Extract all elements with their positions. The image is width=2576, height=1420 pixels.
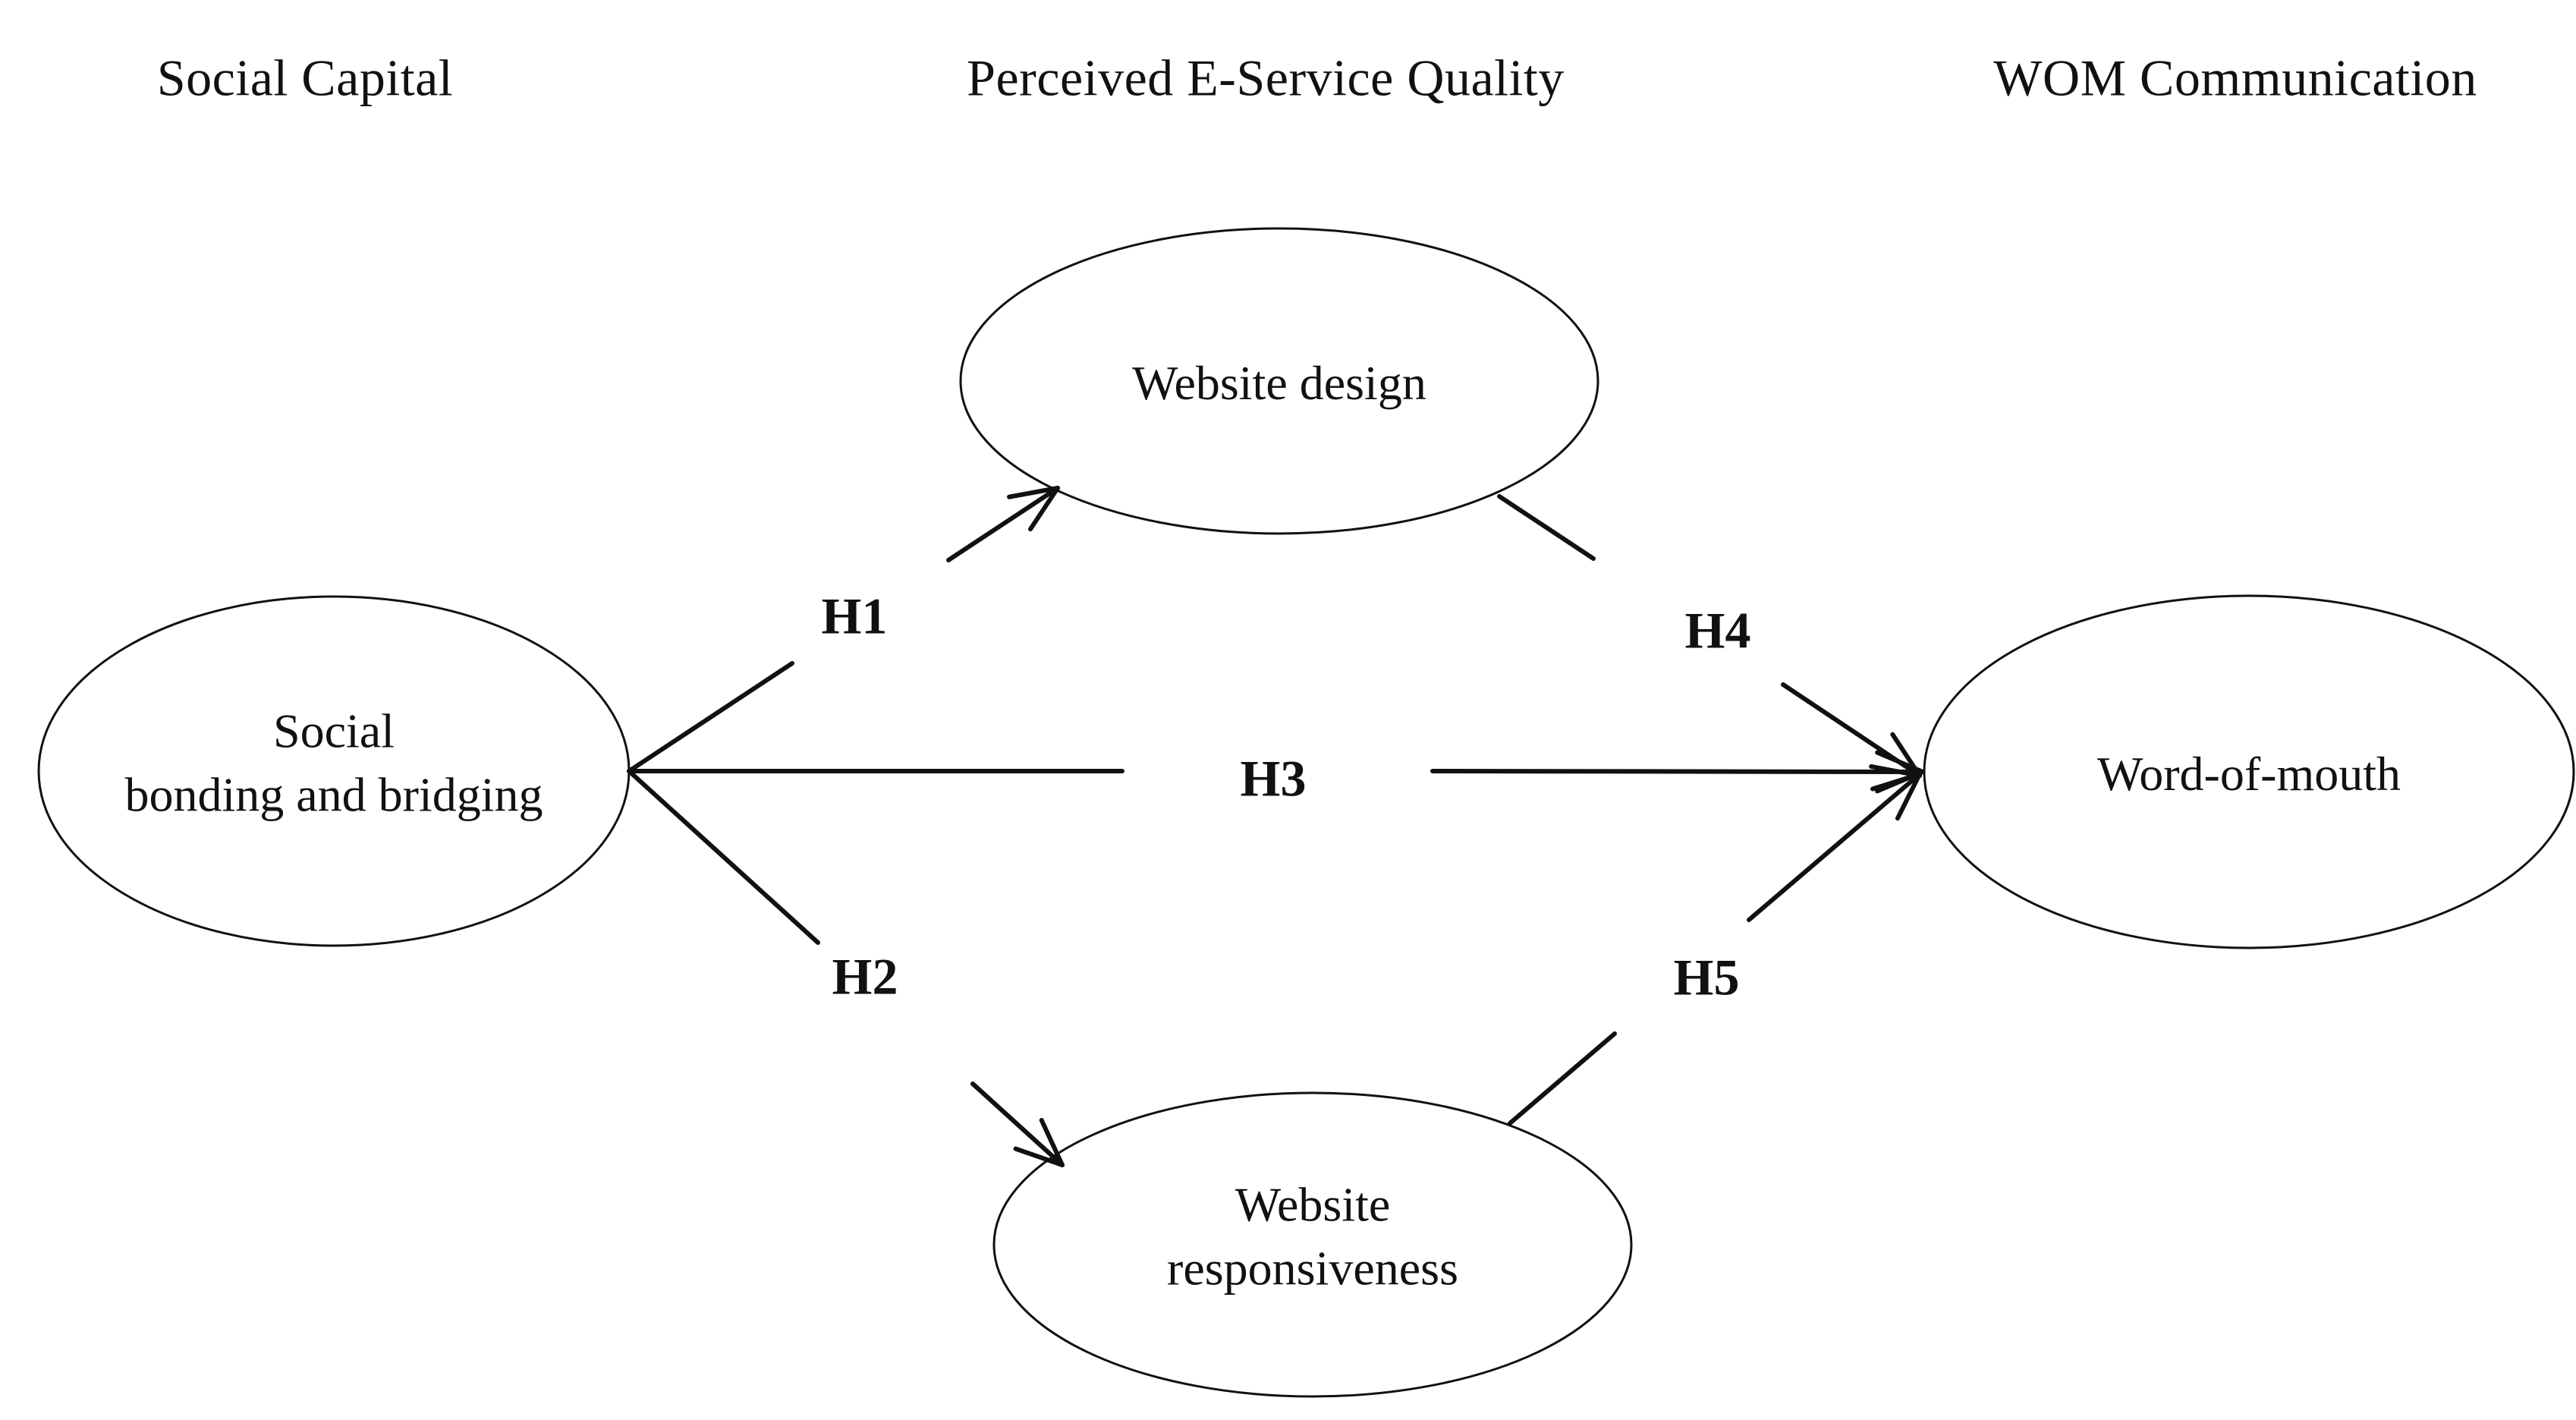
edge-h5-arrowhead-barb-2 — [1895, 772, 1922, 821]
node-ellipse-website-design — [959, 227, 1599, 535]
edge-h5-arrowhead-barb-1 — [1870, 772, 1922, 792]
edge-h5-line-1 — [1508, 1031, 1617, 1126]
hypothesis-label-h4: H4 — [1684, 601, 1751, 660]
edge-h4-arrowhead-barb-1 — [1890, 732, 1922, 778]
edge-h1-arrowhead-barb-1 — [1007, 486, 1060, 499]
node-label-social-bonding-and-bridging: Social bonding and bridging — [124, 704, 543, 822]
edge-h1-line-2 — [946, 486, 1060, 562]
edge-h4-line-1 — [1497, 494, 1596, 561]
hypothesis-label-h3: H3 — [1240, 749, 1307, 808]
hypothesis-label-h1: H1 — [821, 587, 888, 645]
node-ellipse-website-responsiveness — [992, 1091, 1633, 1398]
column-header-social-capital: Social Capital — [156, 49, 454, 107]
hypothesis-label-h2: H2 — [832, 947, 898, 1006]
edge-h2-line-1 — [627, 769, 820, 945]
edge-h1-line-1 — [627, 661, 794, 773]
edge-h2-line-2 — [970, 1082, 1065, 1167]
hypothesis-label-h5: H5 — [1673, 948, 1740, 1006]
edge-h4-line-2 — [1781, 682, 1922, 778]
node-label-website-design: Website design — [1132, 355, 1426, 410]
node-label-website-responsiveness: Website responsiveness — [1167, 1177, 1458, 1296]
edge-h2-arrowhead-barb-2 — [1013, 1146, 1065, 1167]
edge-h4-arrowhead-barb-2 — [1869, 764, 1922, 778]
column-header-perceived-e-service-quality: Perceived E-Service Quality — [967, 49, 1565, 107]
node-label-word-of-mouth: Word-of-mouth — [2096, 746, 2401, 801]
edge-h2-arrowhead-barb-1 — [1039, 1117, 1065, 1167]
edge-h1-arrowhead-barb-2 — [1028, 486, 1060, 532]
edge-h5-line-2 — [1747, 772, 1922, 922]
column-header-wom-communication: WOM Communication — [1993, 49, 2477, 107]
edge-h3-line-2 — [1430, 769, 1925, 774]
